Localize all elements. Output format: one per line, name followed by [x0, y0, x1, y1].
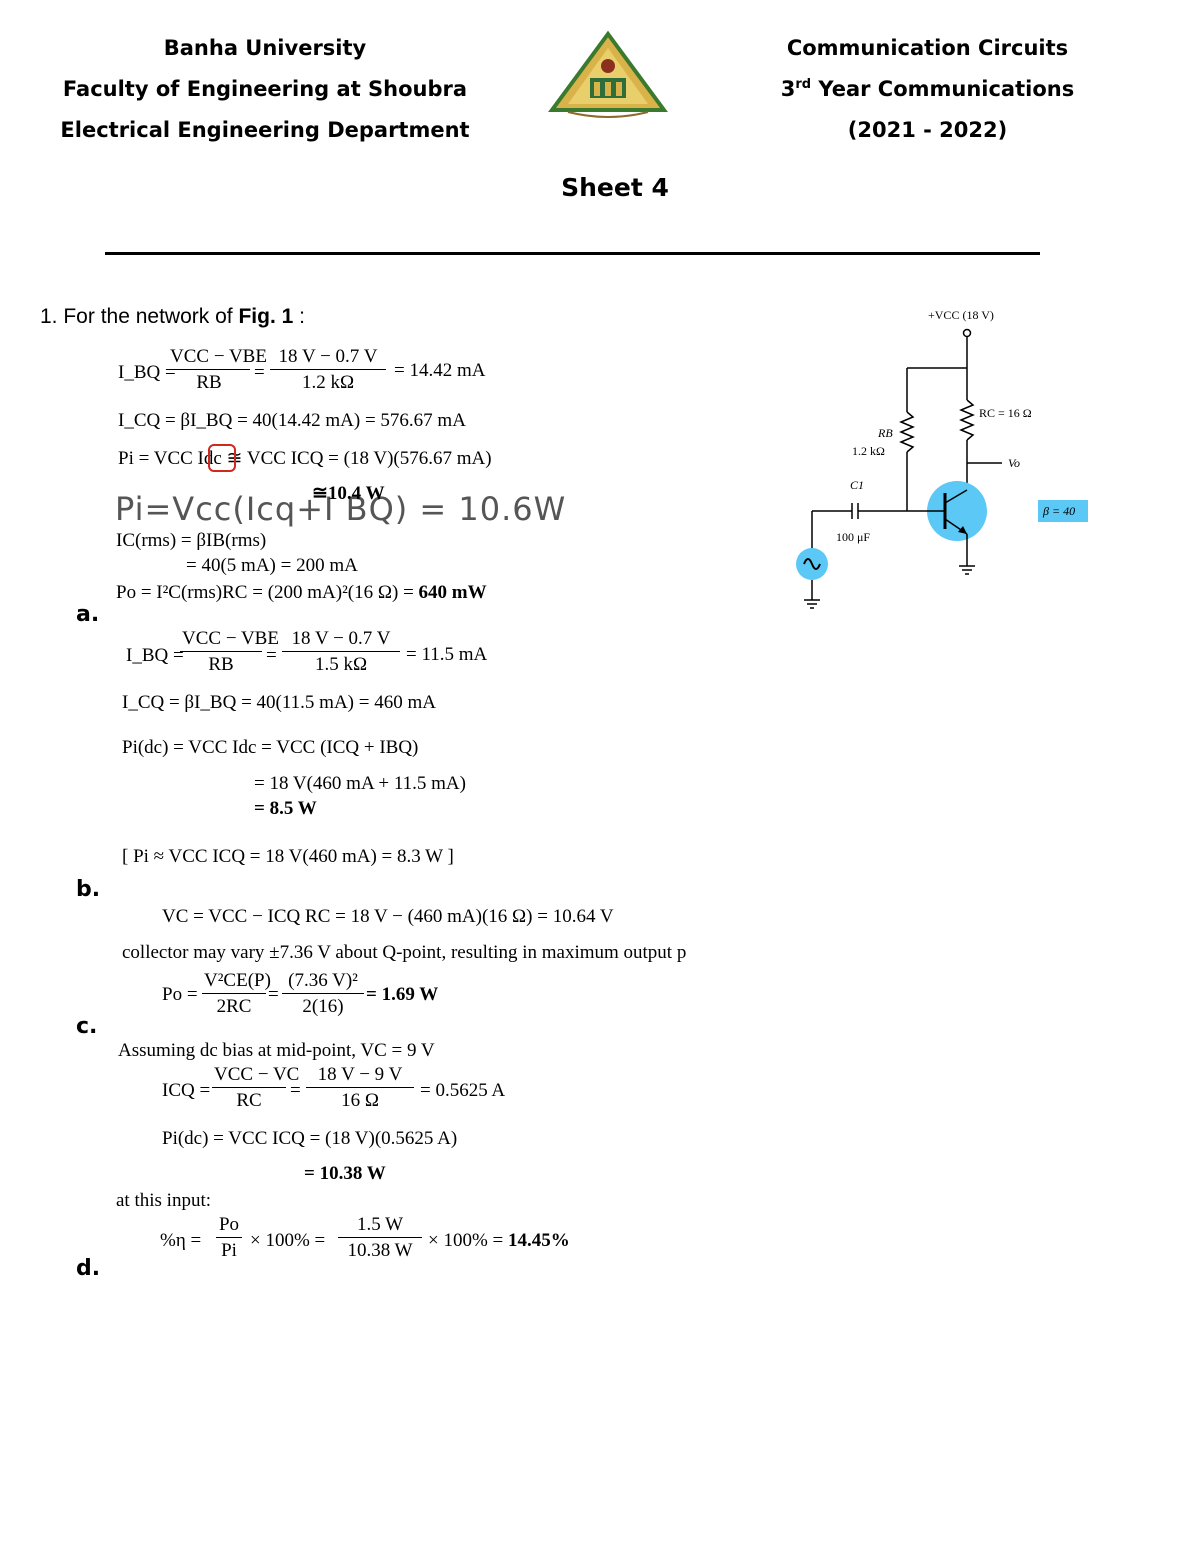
- year-level: 3rd Year Communications: [780, 77, 1075, 101]
- b-pi-result: = 8.5 W: [254, 798, 317, 819]
- vcc-label: +VCC (18 V): [928, 308, 994, 322]
- b-ib-frac2: 18 V − 0.7 V 1.5 kΩ: [282, 628, 400, 676]
- d-ic-frac1: VCC − VC RC: [212, 1064, 299, 1112]
- course-name: Communication Circuits: [786, 36, 1069, 60]
- d-ic-num2: 18 V − 9 V: [306, 1064, 414, 1088]
- a-pi-result: ≅10.4 W: [312, 483, 385, 504]
- d-ic-den2: 16 Ω: [341, 1090, 379, 1111]
- b-ib-frac1: VCC − VBE RB: [180, 628, 279, 676]
- b-ib-lhs: I_BQ =: [126, 645, 184, 666]
- a-ib-result: = 14.42 mA: [394, 360, 486, 381]
- beta-label: β = 40: [1043, 504, 1076, 518]
- a-ib-frac1: VCC − VBE RB: [168, 346, 267, 394]
- question-text: For the network of: [63, 305, 233, 328]
- university-logo: [548, 30, 668, 118]
- a-ic-line: I_CQ = βI_BQ = 40(14.42 mA) = 576.67 mA: [118, 410, 466, 431]
- part-a-label: a.: [76, 602, 100, 627]
- question-colon: :: [299, 305, 305, 328]
- b-approx-line: [ Pi ≈ VCC ICQ = 18 V(460 mA) = 8.3 W ]: [122, 846, 454, 867]
- d-ic-lhs: ICQ =: [162, 1080, 211, 1101]
- question-number: 1.: [40, 305, 58, 328]
- c-po-result: = 1.69 W: [366, 984, 439, 1005]
- a-ib-num2: 18 V − 0.7 V: [270, 346, 386, 370]
- handwritten-note: Pi=Vcc(Icq+I BQ) = 10.6W: [115, 490, 567, 528]
- transistor-body: [927, 481, 987, 541]
- a-ib-num1: VCC − VBE: [168, 346, 267, 370]
- b-pi-line2: = 18 V(460 mA + 11.5 mA): [254, 773, 466, 794]
- vo-label: Vo: [1008, 456, 1020, 470]
- b-ib-result: = 11.5 mA: [406, 644, 488, 665]
- a-po-line: Po = I²C(rms)RC = (200 mA)²(16 Ω) = 640 …: [116, 582, 487, 604]
- part-c-label: c.: [76, 1014, 98, 1039]
- a-po-result: 640 mW: [418, 582, 487, 603]
- d-ic-num1: VCC − VC: [212, 1064, 299, 1088]
- d-eta-frac2: 1.5 W 10.38 W: [338, 1214, 422, 1262]
- fig-reference: Fig. 1: [238, 305, 294, 328]
- d-at-input: at this input:: [116, 1190, 211, 1211]
- b-ib-den2: 1.5 kΩ: [314, 654, 368, 675]
- header-divider: [105, 252, 1040, 255]
- department-name: Electrical Engineering Department: [60, 118, 470, 142]
- c-po-num2: (7.36 V)²: [282, 970, 364, 994]
- d-eta-den2: 10.38 W: [347, 1240, 413, 1261]
- university-name: Banha University: [163, 36, 367, 60]
- d-eta-den1: Pi: [221, 1240, 237, 1261]
- c-vc-line: VC = VCC − ICQ RC = 18 V − (460 mA)(16 Ω…: [162, 906, 614, 927]
- rc-label: RC = 16 Ω: [979, 406, 1032, 420]
- a-ib-lhs: I_BQ =: [118, 362, 176, 383]
- highlight-circle: [208, 444, 236, 472]
- d-eta-lhs: %η =: [160, 1230, 202, 1251]
- rb-label: RB: [878, 426, 893, 440]
- b-ib-den1: RB: [208, 654, 234, 675]
- b-ic-line: I_CQ = βI_BQ = 40(11.5 mA) = 460 mA: [122, 692, 436, 713]
- d-ic-den1: RC: [236, 1090, 262, 1111]
- d-pi-result: = 10.38 W: [304, 1163, 386, 1184]
- d-ic-result: = 0.5625 A: [420, 1080, 506, 1101]
- beta-badge: [1038, 500, 1088, 522]
- a-ic-rms: IC(rms) = βIB(rms): [116, 530, 267, 551]
- b-ib-eq: =: [266, 645, 277, 666]
- d-eta-result-line: × 100% = 14.45%: [428, 1230, 570, 1252]
- d-pi-line: Pi(dc) = VCC ICQ = (18 V)(0.5625 A): [162, 1128, 458, 1149]
- d-ic-eq: =: [290, 1080, 301, 1101]
- c-po-frac2: (7.36 V)² 2(16): [282, 970, 364, 1018]
- b-ib-num1: VCC − VBE: [180, 628, 279, 652]
- d-eta-mid: × 100% =: [250, 1230, 326, 1251]
- d-eta-frac1: Po Pi: [216, 1214, 242, 1262]
- circuit-figure: [796, 328, 1088, 609]
- c-po-eq: =: [268, 984, 279, 1005]
- a-ib-den2: 1.2 kΩ: [301, 372, 355, 393]
- d-eta-result: 14.45%: [508, 1230, 570, 1251]
- academic-year: (2021 - 2022): [847, 118, 1008, 142]
- c1-label: C1: [850, 478, 865, 492]
- a-ib-frac2: 18 V − 0.7 V 1.2 kΩ: [270, 346, 386, 394]
- d-ic-frac2: 18 V − 9 V 16 Ω: [306, 1064, 414, 1112]
- c1-value: 100 μF: [836, 530, 871, 544]
- a-po-text: Po = I²C(rms)RC = (200 mA)²(16 Ω) =: [116, 582, 414, 603]
- sheet-title: Sheet 4: [561, 173, 669, 202]
- a-ib-eq: =: [254, 362, 265, 383]
- d-assume-line: Assuming dc bias at mid-point, VC = 9 V: [118, 1040, 435, 1061]
- faculty-name: Faculty of Engineering at Shoubra: [62, 77, 468, 101]
- a-ib-den1: RB: [196, 372, 222, 393]
- a-ic-rms2: = 40(5 mA) = 200 mA: [186, 555, 358, 576]
- part-d-label: d.: [76, 1256, 101, 1281]
- question-1: 1. For the network of Fig. 1 :: [40, 305, 305, 329]
- d-eta-num1: Po: [216, 1214, 242, 1238]
- d-eta-prefix: × 100% =: [428, 1230, 504, 1251]
- a-pi-line: Pi = VCC Idc ≅ VCC ICQ = (18 V)(576.67 m…: [118, 448, 492, 469]
- c-text-line: collector may vary ±7.36 V about Q-point…: [122, 942, 687, 963]
- c-po-frac1: V²CE(P) 2RC: [202, 970, 271, 1018]
- b-pi-line: Pi(dc) = VCC Idc = VCC (ICQ + IBQ): [122, 737, 419, 758]
- part-b-label: b.: [76, 877, 101, 902]
- c-po-num1: V²CE(P): [202, 970, 271, 994]
- c-po-den1: 2RC: [216, 996, 252, 1017]
- c-po-den2: 2(16): [302, 996, 344, 1017]
- d-eta-num2: 1.5 W: [338, 1214, 422, 1238]
- c-po-lhs: Po =: [162, 984, 198, 1005]
- b-ib-num2: 18 V − 0.7 V: [282, 628, 400, 652]
- rb-value: 1.2 kΩ: [852, 444, 885, 458]
